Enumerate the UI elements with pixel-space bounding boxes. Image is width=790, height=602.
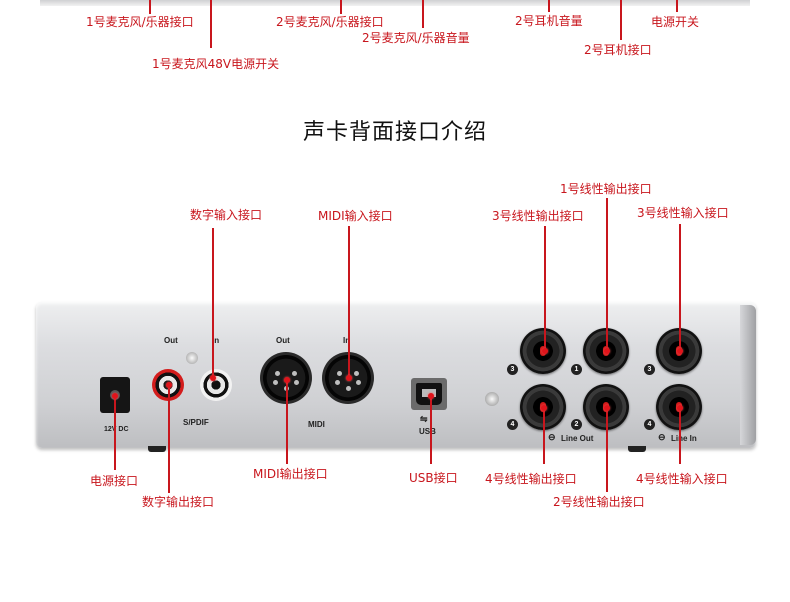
jack-number-badge: 4	[644, 419, 655, 430]
leader-line	[168, 385, 170, 493]
device-foot-right	[628, 446, 646, 452]
leader-line	[606, 408, 608, 492]
device-right-side	[740, 305, 756, 445]
label-digital-out: 数字输出接口	[142, 495, 215, 509]
label-headphone2-jack: 2号耳机接口	[584, 43, 652, 57]
usb-text: USB	[419, 427, 436, 436]
leader-line	[212, 228, 214, 378]
leader-line	[210, 0, 212, 48]
line-out-text: Line Out	[561, 434, 594, 443]
leader-line	[114, 396, 116, 470]
line-in-symbol-icon: ⊖	[658, 432, 666, 442]
leader-line	[679, 408, 681, 464]
leader-line	[606, 198, 608, 352]
label-mic2-volume: 2号麦克风/乐器音量	[362, 31, 470, 45]
jack-number-badge: 1	[571, 364, 582, 375]
label-usb-port: USB接口	[409, 471, 458, 485]
dc-text: 12V DC	[104, 426, 129, 433]
front-panel-bottom-edge	[40, 0, 750, 6]
leader-line	[548, 0, 550, 12]
screw-icon	[186, 352, 198, 364]
usb-symbol-icon: ⇋	[420, 414, 428, 424]
leader-line	[679, 224, 681, 352]
pointer-dot	[542, 348, 548, 354]
pointer-dot	[284, 377, 290, 383]
label-headphone2-volume: 2号耳机音量	[515, 14, 583, 28]
label-power-switch: 电源开关	[651, 15, 700, 29]
jack-number-badge: 3	[644, 364, 655, 375]
leader-line	[348, 226, 350, 378]
label-mic1-48v: 1号麦克风48V电源开关	[152, 57, 280, 71]
section-title: 声卡背面接口介绍	[302, 120, 487, 145]
pointer-dot	[677, 405, 683, 411]
pointer-dot	[210, 375, 216, 381]
leader-line	[422, 0, 424, 28]
spdif-out-text: Out	[164, 336, 178, 345]
leader-line	[149, 0, 151, 14]
line-in-text: Line In	[671, 434, 697, 443]
leader-line	[543, 408, 545, 464]
midi-text: MIDI	[308, 420, 325, 429]
label-digital-in: 数字输入接口	[190, 208, 263, 222]
label-mic2-jack: 2号麦克风/乐器接口	[276, 15, 384, 29]
pointer-dot	[166, 382, 172, 388]
label-mic1-jack: 1号麦克风/乐器接口	[86, 15, 194, 29]
label-line-in-4: 4号线性输入接口	[636, 472, 728, 486]
leader-line	[544, 226, 546, 352]
jack-number-badge: 4	[507, 419, 518, 430]
pointer-dot	[541, 405, 547, 411]
pointer-dot	[346, 375, 352, 381]
midi-in-text: In	[343, 336, 351, 345]
label-line-out-3: 3号线性输出接口	[492, 209, 584, 223]
midi-out-text: Out	[276, 336, 290, 345]
label-line-out-1: 1号线性输出接口	[560, 182, 652, 196]
screw-icon	[485, 392, 499, 406]
pointer-dot	[677, 348, 683, 354]
leader-line	[676, 0, 678, 12]
leader-line	[286, 380, 288, 464]
pointer-dot	[604, 405, 610, 411]
spdif-in-text: In	[212, 336, 220, 345]
pointer-dot	[428, 393, 434, 399]
label-midi-in: MIDI输入接口	[318, 209, 393, 223]
label-power-jack: 电源接口	[90, 474, 139, 488]
label-midi-out: MIDI输出接口	[253, 467, 328, 481]
jack-number-badge: 2	[571, 419, 582, 430]
leader-line	[430, 396, 432, 464]
spdif-text: S/PDIF	[183, 418, 209, 427]
leader-line	[340, 0, 342, 14]
leader-line	[620, 0, 622, 40]
jack-number-badge: 3	[507, 364, 518, 375]
spdif-in-rca-jack[interactable]	[200, 369, 232, 401]
device-foot-left	[148, 446, 166, 452]
line-out-symbol-icon: ⊖	[548, 432, 556, 442]
pointer-dot	[112, 393, 118, 399]
label-line-out-2: 2号线性输出接口	[553, 495, 645, 509]
pointer-dot	[604, 348, 610, 354]
label-line-in-3: 3号线性输入接口	[637, 206, 729, 220]
label-line-out-4: 4号线性输出接口	[485, 472, 577, 486]
